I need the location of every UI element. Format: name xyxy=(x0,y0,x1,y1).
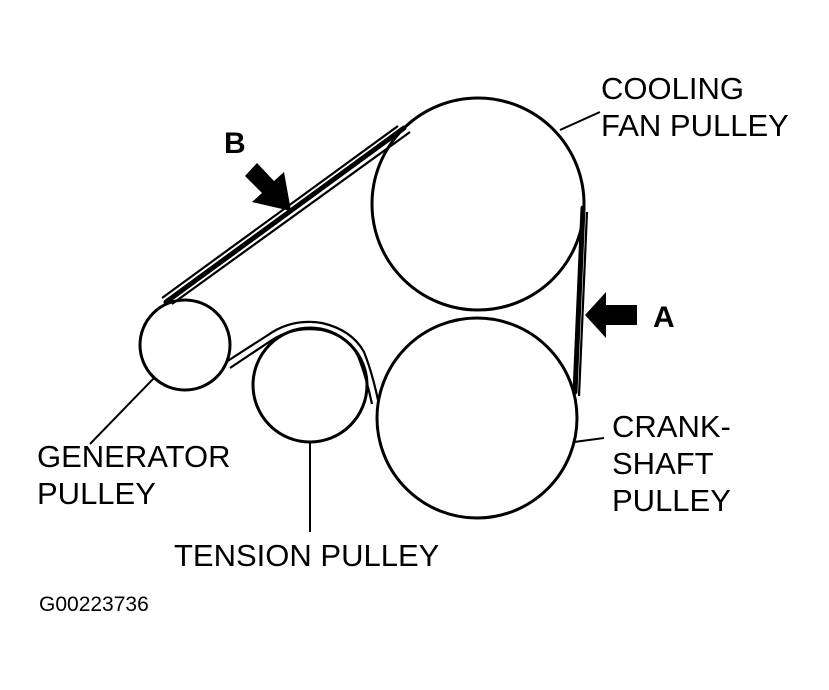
leader-cooling-fan xyxy=(559,111,601,131)
label-tension: TENSION PULLEY xyxy=(174,538,439,573)
label-crankshaft-line2: SHAFT xyxy=(612,446,714,481)
belt-upper-run xyxy=(163,125,407,305)
belt-right-run-edge xyxy=(577,211,589,397)
label-cooling-line1: COOLING xyxy=(601,71,744,106)
label-crankshaft-line3: PULLEY xyxy=(612,483,731,518)
label-arrow-b: B xyxy=(224,127,246,160)
leader-crankshaft xyxy=(573,437,605,443)
arrow-a-icon xyxy=(585,292,637,338)
label-generator-line2: PULLEY xyxy=(37,476,156,511)
label-cooling-line2: FAN PULLEY xyxy=(601,108,789,143)
belt-right-run xyxy=(572,205,586,395)
belt-upper-run-edge-outer xyxy=(161,125,399,299)
leader-generator xyxy=(89,376,156,445)
figure-id: G00223736 xyxy=(39,593,149,616)
arrow-b-icon xyxy=(245,163,291,211)
label-arrow-a: A xyxy=(653,301,675,334)
belt-upper-run-edge xyxy=(171,131,411,305)
label-generator-line1: GENERATOR xyxy=(37,439,231,474)
generator-pulley xyxy=(138,298,232,392)
belt-lower-run xyxy=(225,320,380,401)
drive-belt xyxy=(161,125,589,405)
label-crankshaft-line1: CRANK- xyxy=(612,409,731,444)
belt-lower-run-inner xyxy=(229,328,374,405)
cooling-fan-pulley xyxy=(370,96,586,312)
crankshaft-pulley xyxy=(375,316,579,520)
